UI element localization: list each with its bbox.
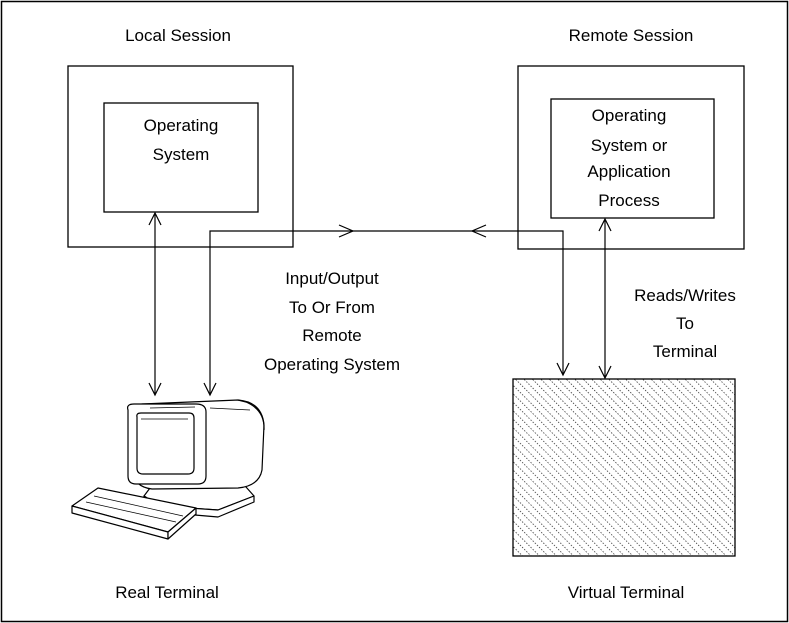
- remote-session-box: [517, 65, 745, 250]
- real-terminal-label: Real Terminal: [115, 583, 219, 602]
- rw-label-line-3: Terminal: [653, 342, 717, 361]
- remote-process-virtual-terminal-connector: [598, 217, 612, 380]
- virtual-terminal-label: Virtual Terminal: [568, 583, 685, 602]
- remote-session-title: Remote Session: [569, 26, 694, 45]
- remote-process-label-line-2: System or: [591, 136, 668, 155]
- local-session-box: [67, 65, 294, 248]
- local-os-terminal-connector: [148, 211, 162, 397]
- rw-label-line-1: Reads/Writes: [634, 286, 736, 305]
- virtual-terminal-box: [512, 378, 736, 557]
- remote-process-label-line-1: Operating: [592, 106, 667, 125]
- local-os-label-line-1: Operating: [144, 116, 219, 135]
- io-label-line-1: Input/Output: [285, 269, 379, 288]
- local-os-box: [103, 102, 259, 213]
- io-label-line-3: Remote: [302, 326, 362, 345]
- io-label-line-4: Operating System: [264, 355, 400, 374]
- io-channel-connector: [203, 224, 570, 397]
- real-terminal-icon: [71, 399, 265, 540]
- remote-process-label-line-4: Process: [598, 191, 659, 210]
- local-os-label-line-2: System: [153, 145, 210, 164]
- remote-process-box: [550, 98, 715, 219]
- rw-label-line-2: To: [676, 314, 694, 333]
- local-session-title: Local Session: [125, 26, 231, 45]
- remote-process-label-line-3: Application: [587, 162, 670, 181]
- io-label-line-2: To Or From: [289, 298, 375, 317]
